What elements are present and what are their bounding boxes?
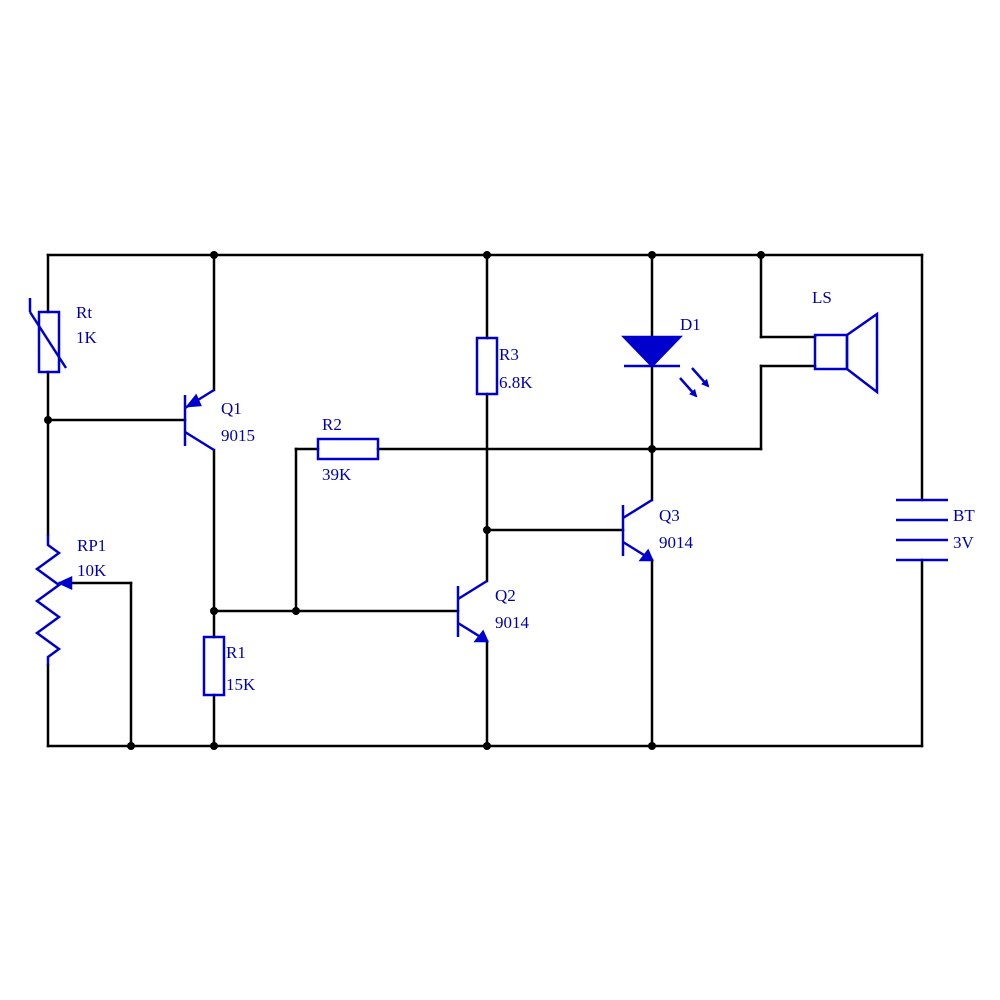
junction-dot bbox=[127, 742, 135, 750]
junction-dot bbox=[210, 607, 218, 615]
junction-dot bbox=[648, 251, 656, 259]
thermistor-symbol bbox=[28, 298, 68, 374]
led-d1-symbol bbox=[621, 335, 710, 398]
speaker-ls-symbol bbox=[813, 311, 879, 395]
junction-dot bbox=[648, 742, 656, 750]
battery-bt-symbol bbox=[896, 498, 948, 562]
resistor-r3-symbol bbox=[475, 336, 499, 396]
label-r2-value: 39K bbox=[322, 465, 352, 484]
label-r1-value: 15K bbox=[226, 675, 256, 694]
resistor-r1-symbol bbox=[202, 635, 226, 697]
transistor-q3-symbol bbox=[621, 498, 654, 562]
label-r1-ref: R1 bbox=[226, 643, 246, 662]
label-bt-value: 3V bbox=[953, 533, 975, 552]
junctions bbox=[44, 251, 765, 750]
label-q1-ref: Q1 bbox=[221, 399, 242, 418]
label-q3-value: 9014 bbox=[659, 533, 694, 552]
label-r2-ref: R2 bbox=[322, 415, 342, 434]
label-r3-ref: R3 bbox=[499, 345, 519, 364]
label-q1-value: 9015 bbox=[221, 426, 255, 445]
junction-dot bbox=[210, 251, 218, 259]
label-q2-ref: Q2 bbox=[495, 586, 516, 605]
resistor-r2-symbol bbox=[316, 437, 380, 461]
junction-dot bbox=[483, 742, 491, 750]
wires bbox=[46, 253, 924, 748]
label-q3-ref: Q3 bbox=[659, 506, 680, 525]
label-ls-ref: LS bbox=[812, 288, 832, 307]
label-d1-ref: D1 bbox=[680, 315, 701, 334]
label-rt-ref: Rt bbox=[76, 303, 92, 322]
junction-dot bbox=[757, 251, 765, 259]
junction-dot bbox=[483, 526, 491, 534]
junction-dot bbox=[44, 416, 52, 424]
label-q2-value: 9014 bbox=[495, 613, 530, 632]
label-rp1-ref: RP1 bbox=[77, 536, 106, 555]
label-bt-ref: BT bbox=[953, 506, 975, 525]
junction-dot bbox=[648, 445, 656, 453]
potentiometer-symbol bbox=[34, 535, 73, 665]
component-labels: Rt 1K RP1 10K Q1 9015 R1 15K R2 39K R3 6… bbox=[76, 288, 975, 694]
junction-dot bbox=[483, 251, 491, 259]
junction-dot bbox=[292, 607, 300, 615]
junction-dot bbox=[210, 742, 218, 750]
label-rp1-value: 10K bbox=[77, 561, 107, 580]
label-r3-value: 6.8K bbox=[499, 373, 533, 392]
transistor-q2-symbol bbox=[456, 579, 489, 643]
transistor-q1-symbol bbox=[183, 388, 215, 452]
label-rt-value: 1K bbox=[76, 328, 98, 347]
